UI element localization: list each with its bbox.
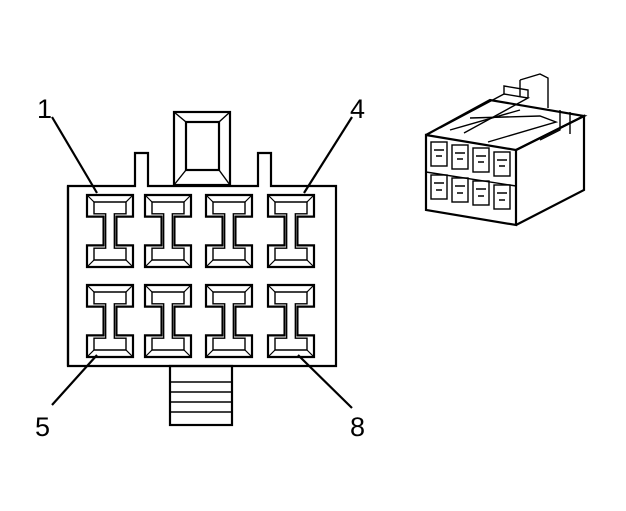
cavity-7 [204, 283, 254, 359]
terminal-cavities [85, 193, 316, 359]
connector-body-outline [66, 151, 338, 368]
pin-label-4: 4 [350, 94, 365, 124]
cavity-6 [143, 283, 193, 359]
top-latch [172, 110, 232, 187]
leader-lines [51, 116, 353, 409]
front-view-connector: 1 4 5 8 [35, 94, 365, 442]
pin-label-1: 1 [37, 94, 52, 124]
pin-label-8: 8 [350, 412, 365, 442]
pin-label-5: 5 [35, 412, 50, 442]
cavity-5 [85, 283, 135, 359]
isometric-connector-view [424, 73, 588, 227]
cavity-1 [85, 193, 135, 269]
cavity-4 [266, 193, 316, 269]
cavity-2 [143, 193, 193, 269]
cavity-3 [204, 193, 254, 269]
cavity-8 [266, 283, 316, 359]
bottom-key [168, 364, 234, 427]
